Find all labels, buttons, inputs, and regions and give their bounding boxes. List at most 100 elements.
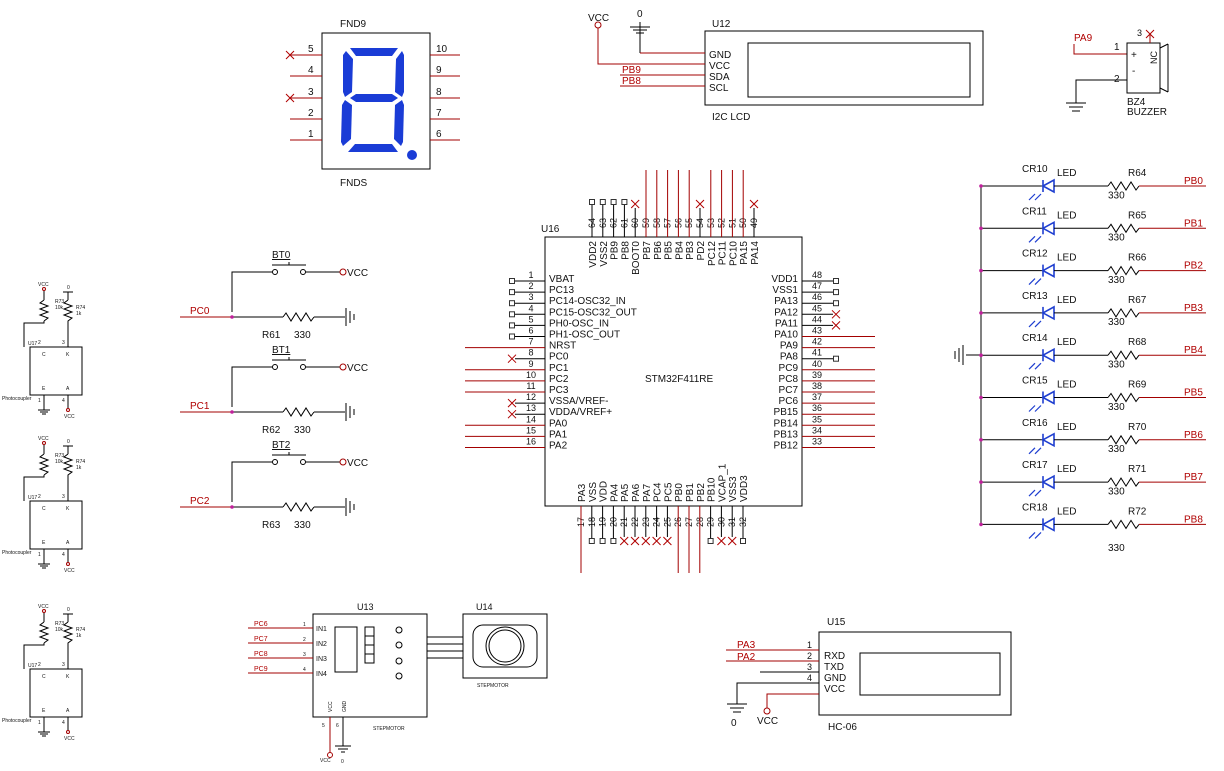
photocoupler-pin-letter: C [42,674,46,680]
buzzer[interactable]: PA9 1 2 3 + - NC BZ4 BUZZER [1066,28,1169,118]
led-label: LED [1057,464,1076,475]
vcc-label: VCC [757,716,778,727]
net-label: PC6 [254,621,268,628]
mcu-ref: U16 [541,224,560,235]
mcu-pin-name: PC9 [779,363,799,374]
bt-pin: 3 [807,662,812,672]
driver-pin: 2 [303,637,306,643]
led-label: LED [1057,168,1076,179]
gnd-label: 0 [67,285,70,291]
net-label: PB9 [622,65,641,76]
driver-pin: 1 [303,622,306,628]
i2c-lcd[interactable]: VCC 0 U12 GND VCC SDA SCL PB9 PB8 I2C LC… [588,9,984,123]
mcu-pin-name: PB0 [674,483,685,502]
mcu-pin-number: 36 [812,403,822,413]
mcu-pin-name: PC5 [663,482,674,502]
gnd-label: 0 [67,607,70,613]
resistor-value: 330 [1108,360,1125,371]
mcu-pin-name: PB3 [685,241,696,260]
bluetooth-module[interactable]: U15 PA3 PA2 1 2 3 4 RXD TXD GND VCC 0 VC… [726,617,1012,733]
resistor-value: 330 [294,330,311,341]
open-pin-mark [509,311,515,318]
seven-segment-display[interactable]: FND9 FNDS 5 4 3 2 1 10 9 [285,19,460,189]
mcu-pin-number: 14 [526,414,536,424]
mcu-pin-name: PB14 [774,418,799,429]
open-pin-mark [509,289,515,296]
mcu-pin-name: PA13 [774,296,798,307]
resistor-ref: R69 [1128,380,1147,391]
net-label: PA9 [1074,33,1093,44]
mcu-pin-number: 38 [812,381,822,391]
open-pin-mark [509,300,515,307]
net-label: PA3 [737,640,756,651]
resistor-ref: R67 [1128,295,1147,306]
no-connect-mark [652,536,661,546]
led-label: LED [1057,380,1076,391]
open-pin-mark [610,538,617,544]
net-label: PC9 [254,666,268,673]
resistor-value: 10k [55,627,64,633]
mcu-pin-number: 11 [526,381,535,391]
mcu-pin-name: PA5 [620,483,631,502]
led-ref: CR15 [1022,376,1048,387]
led-ref: CR12 [1022,249,1048,260]
buzzer-minus: - [1132,66,1135,77]
stepper-driver[interactable]: U13 PC6 PC7 PC8 PC9 1 [248,602,463,765]
lcd-name: I2C LCD [712,112,750,123]
vcc-label: VCC [347,458,368,469]
mcu-pin-name: NRST [549,341,576,352]
buzzer-name: BUZZER [1127,107,1167,118]
resistor-value: 330 [1108,233,1125,244]
mcu-pin-name: VSS [588,482,599,502]
mcu-pin-name: PB6 [653,241,664,260]
mcu-pin-name: VBAT [549,274,574,285]
mcu-pin-name: VSS1 [772,285,798,296]
segment-b [395,51,404,97]
mcu-pin-number: 33 [812,437,822,447]
mcu-pin-name: PC8 [779,374,799,385]
photocoupler-ref: U17 [28,663,37,669]
no-connect-mark [717,536,726,546]
resistor-ref: R63 [262,520,281,531]
driver-gnd: GND [342,701,348,713]
mcu-pin-number: 48 [812,270,822,280]
lcd-pin: SCL [709,83,729,94]
vcc-label: VCC [64,736,75,742]
buzzer-pin: 2 [1114,74,1120,85]
mcu-pin-number: 12 [526,392,536,402]
mcu-pin-name: PC0 [549,352,569,363]
mcu-pin-name: PB12 [774,441,799,452]
no-connect-mark [507,409,517,419]
resistor-value: 330 [1108,190,1125,201]
driver-pin: 5 [322,723,325,729]
vcc-label: VCC [347,363,368,374]
resistor-ref: R68 [1128,337,1147,348]
led-label: LED [1057,210,1076,221]
vcc-label: VCC [588,13,609,24]
mcu-pin-name: VDD3 [739,475,750,502]
button-ref: BT1 [272,345,291,356]
mcu-pin-name: PC15-OSC32_OUT [549,307,637,318]
led-ref: CR11 [1022,206,1047,217]
mcu-pin-number: 9 [528,359,533,369]
mcu-pin-name: PC7 [779,385,799,396]
net-label: PB8 [1184,514,1203,525]
stepper-motor[interactable]: U14 STEPMOTOR [462,602,548,689]
no-connect-mark [507,354,517,364]
buzzer-plus: + [1131,50,1137,61]
vcc-label: VCC [64,568,75,574]
segment-c [394,100,404,146]
net-label: PC8 [254,651,268,658]
fnd-pin: 4 [308,65,314,76]
driver-vcc: VCC [328,701,334,712]
fnd-pin: 3 [308,87,314,98]
mcu-pin-name: VSS2 [599,241,610,267]
driver-ref: U13 [357,602,374,612]
gnd-label: 0 [731,718,737,729]
